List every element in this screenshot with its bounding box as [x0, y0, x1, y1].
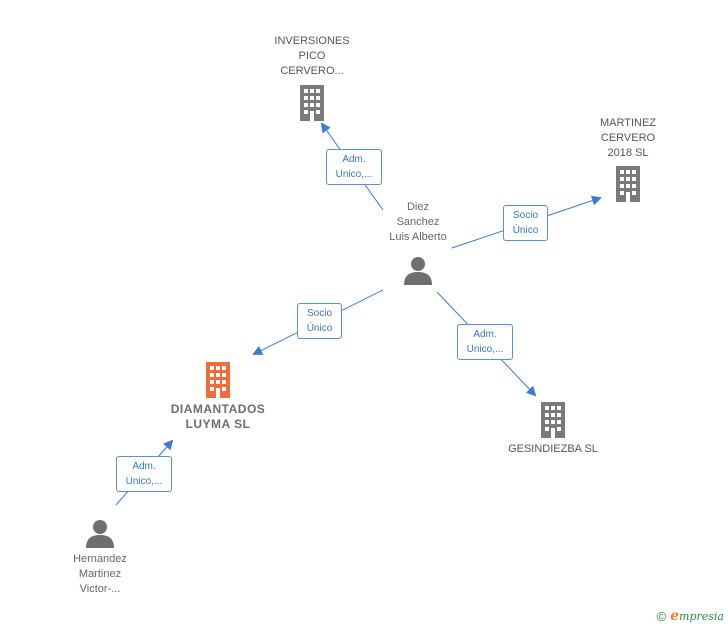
building-icon — [300, 85, 324, 121]
node-label: INVERSIONES PICO CERVERO... — [274, 35, 350, 77]
building-icon — [541, 402, 565, 438]
building-icon — [206, 362, 230, 398]
building-icon — [616, 166, 640, 202]
node-gesindiezba[interactable]: GESINDIEZBA SL — [498, 402, 608, 457]
node-label: DIAMANTADOS LUYMA SL — [170, 402, 266, 431]
node-hernandez-martinez-victor[interactable]: Hernandez Martinez Victor-... — [50, 518, 150, 597]
node-label: Hernandez Martinez Victor-... — [73, 553, 127, 595]
edge-label-adm-unico-inversiones[interactable]: Adm. Unico,... — [326, 149, 382, 185]
node-martinez-cervero-2018[interactable]: MARTINEZ CERVERO 2018 SL — [578, 116, 678, 202]
node-inversiones-pico-cervero[interactable]: INVERSIONES PICO CERVERO... — [262, 34, 362, 121]
edge-label-socio-unico-martinez[interactable]: Socio Único — [503, 205, 548, 241]
footer-brand: © empresia — [657, 608, 724, 624]
node-label: Diez Sanchez Luis Alberto — [389, 201, 447, 243]
node-label: GESINDIEZBA SL — [508, 443, 598, 455]
node-diez-sanchez-luis-alberto[interactable]: Diez Sanchez Luis Alberto — [368, 200, 468, 285]
person-icon — [86, 520, 114, 548]
edge-label-adm-unico-hernandez[interactable]: Adm. Unico,... — [116, 456, 172, 492]
node-label: MARTINEZ CERVERO 2018 SL — [599, 117, 657, 159]
person-icon — [404, 257, 432, 285]
copyright-symbol: © — [656, 608, 667, 624]
edge-label-adm-unico-gesindiezba[interactable]: Adm. Unico,... — [457, 324, 513, 360]
edge-label-socio-unico-diamantados[interactable]: Socio Único — [297, 303, 342, 339]
node-diamantados-luyma[interactable]: DIAMANTADOS LUYMA SL — [158, 362, 278, 432]
empresia-logo[interactable]: empresia — [670, 608, 724, 624]
